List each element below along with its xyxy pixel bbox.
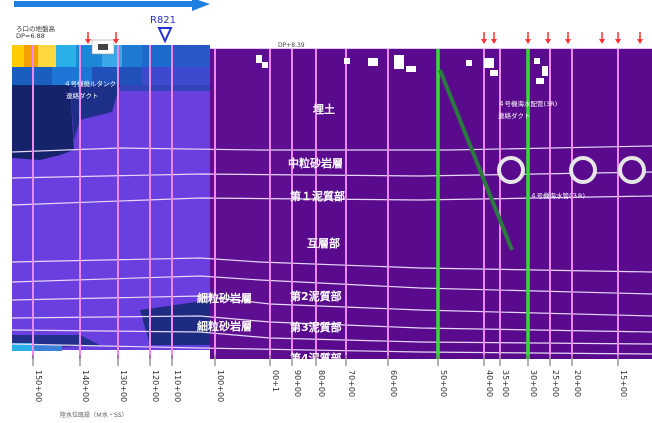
- diagonal-well: [438, 69, 514, 251]
- red-markers: [85, 32, 643, 44]
- stratum-label-medium-sand: 中粒砂岩層: [288, 156, 343, 170]
- red-marker-head: [481, 39, 487, 44]
- red-marker-head: [85, 39, 91, 44]
- station-label: 130+00: [119, 370, 128, 402]
- right-section: [210, 49, 652, 359]
- station-marker-triangle: [157, 27, 173, 44]
- station-label: 60+00: [389, 370, 398, 397]
- station-label: 40+00: [485, 370, 494, 397]
- datum-label: DP+8.39: [278, 42, 305, 49]
- stratum-label-fill: 埋土: [313, 102, 335, 116]
- duct-label-2: 連絡ダクト: [498, 111, 531, 120]
- station-label: 140+00: [81, 370, 90, 402]
- stratum-label-fine-sand-1: 細粒砂岩層: [197, 291, 252, 305]
- strata-labels: 埋土 中粒砂岩層 第１泥質部 互層部 細粒砂岩層 第2泥質部 細粒砂岩層 第3泥…: [197, 102, 345, 365]
- station-label: 90+00: [293, 370, 302, 397]
- station-labels: 150+00 140+00 130+00 120+00 110+00 100+00 00+1…: [32, 355, 628, 402]
- station-label: 110+00: [173, 370, 182, 402]
- stratum-label-mud3: 第3泥質部: [290, 320, 342, 334]
- station-label: 00+1: [271, 370, 280, 392]
- red-marker-head: [491, 39, 497, 44]
- red-marker-head: [615, 39, 621, 44]
- station-label: 35+00: [501, 370, 510, 397]
- tank-label-2: 連絡ダクト: [66, 91, 99, 100]
- tank-marker: [91, 39, 115, 55]
- red-marker-head: [525, 39, 531, 44]
- surface-structures: [256, 55, 548, 84]
- stratum-label-alternating: 互層部: [307, 236, 340, 250]
- station-marker: R821: [150, 15, 176, 26]
- pipe-label: ４号機海水管(３R): [530, 191, 585, 200]
- station-label: 120+00: [151, 370, 160, 402]
- red-marker-head: [599, 39, 605, 44]
- duct-label-1: ４号機海水配管(3R): [498, 99, 557, 108]
- station-label: 150+00: [34, 370, 43, 402]
- red-marker-head: [637, 39, 643, 44]
- direction-arrow: [14, 0, 210, 11]
- station-label: 25+00: [551, 370, 560, 397]
- left-section: [12, 45, 210, 351]
- top-left-note-2: DP=6.88: [16, 32, 45, 40]
- station-label: 80+00: [317, 370, 326, 397]
- tank-label-1: ４号機廃ルタンク: [64, 79, 116, 88]
- red-marker-head: [565, 39, 571, 44]
- stratum-label-fine-sand-2: 細粒砂岩層: [197, 319, 252, 333]
- top-left-note-1: ろ口の地盤高: [16, 24, 56, 33]
- station-label: 30+00: [529, 370, 538, 397]
- stratum-label-mud2: 第2泥質部: [290, 289, 342, 303]
- green-highlight-lines: [436, 49, 530, 359]
- red-marker-head: [113, 39, 119, 44]
- station-label: 100+00: [216, 370, 225, 402]
- footer-note: 陸水位既設（Ｍ水・SS）: [60, 411, 128, 419]
- station-label: 50+00: [439, 370, 448, 397]
- station-label: 70+00: [347, 370, 356, 397]
- station-label: 15+00: [619, 370, 628, 397]
- station-label: 20+00: [573, 370, 582, 397]
- pipe-circles: [497, 156, 646, 184]
- red-marker-head: [545, 39, 551, 44]
- stratum-label-mud1: 第１泥質部: [290, 189, 345, 203]
